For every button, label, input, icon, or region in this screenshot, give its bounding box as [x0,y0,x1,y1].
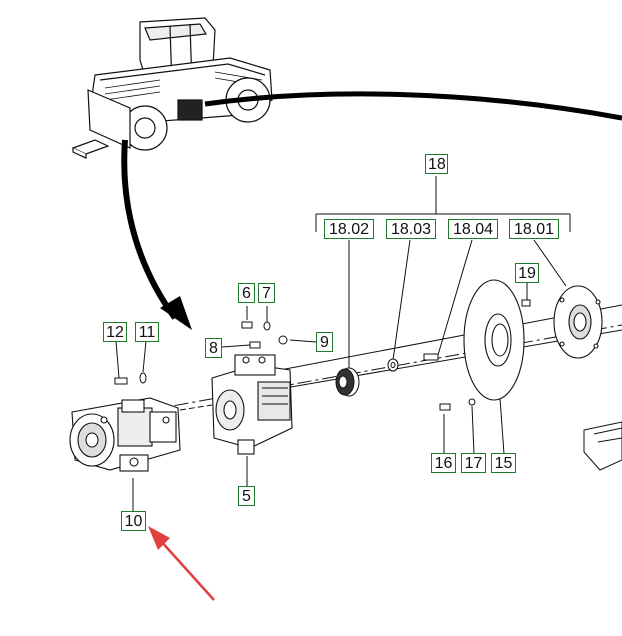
road-roller-illustration [71,17,273,159]
nut-7 [263,321,271,331]
coupling-flange-18-01 [553,285,603,359]
callout-18-04: 18.04 [448,219,498,239]
callout-5: 5 [238,486,255,506]
callout-16: 16 [431,453,456,473]
leader-lines [115,239,567,512]
callout-18-01: 18.01 [509,219,559,239]
callout-12: 12 [103,322,127,342]
pump-axis [179,404,213,411]
screw-19 [521,299,531,307]
bolt-16 [439,403,451,411]
pump-assembly-5 [211,354,293,455]
callout-7: 7 [258,283,275,303]
callout-6: 6 [238,283,255,303]
washer-11 [139,372,147,384]
callout-18: 18 [425,154,448,174]
coupling-hub-18-02 [335,367,360,397]
bolt-12 [114,377,128,385]
callout-9: 9 [316,332,333,352]
red-pointer-arrow [148,526,215,601]
callout-15: 15 [491,453,516,473]
callout-18-03: 18.03 [386,219,436,239]
screw-9 [278,335,288,345]
ring-18-03 [387,358,399,372]
callout-8: 8 [205,338,222,358]
callout-19: 19 [515,263,539,283]
washer-17 [468,398,476,406]
screw-18-04 [423,353,439,361]
flex-plate-15 [463,279,525,401]
group-18-bracket [315,176,571,232]
callout-17: 17 [461,453,486,473]
callout-10: 10 [121,511,146,531]
routing-arrows [121,91,622,330]
pump-assembly-10 [69,397,181,472]
bolt-6 [241,321,253,329]
bolt-8 [249,341,261,349]
engine-housing-fragment [583,421,622,471]
callout-18-02: 18.02 [324,219,374,239]
callout-11: 11 [135,322,159,342]
